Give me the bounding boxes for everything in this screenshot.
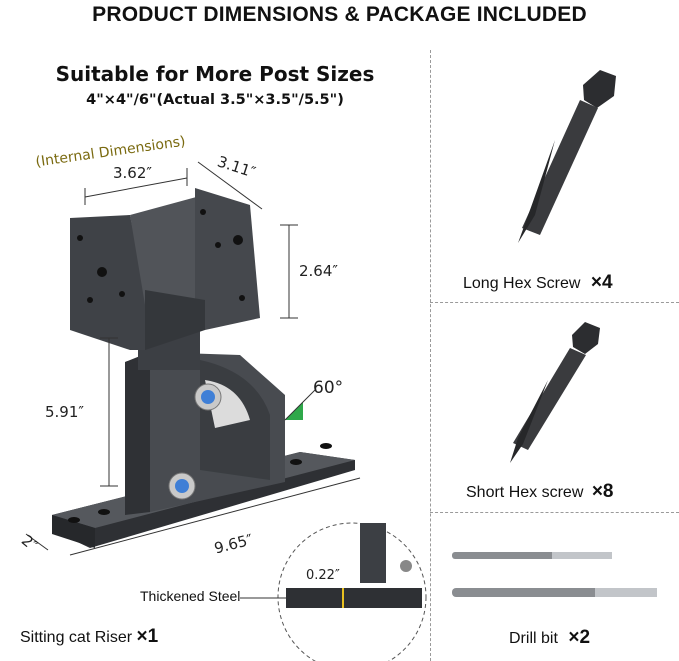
dimension-lines	[25, 161, 361, 556]
short-hex-screw-icon	[510, 322, 600, 463]
item-qty: ×8	[591, 481, 614, 502]
riser-caption: Sitting cat Riser ×1	[20, 626, 158, 648]
item-short-hex-screw: Short Hex screw ×8	[466, 481, 614, 503]
riser-name: Sitting cat Riser	[20, 629, 133, 646]
item-qty: ×4	[590, 272, 613, 293]
page-title: PRODUCT DIMENSIONS & PACKAGE INCLUDED	[92, 3, 587, 26]
vertical-divider	[430, 50, 431, 661]
long-hex-screw-icon	[518, 70, 616, 243]
dim-inner-width: 3.62″	[113, 164, 153, 182]
item-name: Short Hex screw	[466, 484, 584, 501]
item-name: Drill bit	[509, 630, 558, 647]
dim-riser-height: 5.91″	[45, 403, 85, 421]
thickened-steel-label: Thickened Steel	[140, 588, 241, 604]
divider-2	[430, 512, 679, 513]
item-qty: ×2	[568, 627, 591, 648]
thickness-inset	[240, 522, 427, 661]
divider-1	[430, 302, 679, 303]
item-name: Long Hex Screw	[463, 275, 581, 292]
dim-angle: 60°	[313, 378, 344, 398]
bolt-lower	[168, 472, 196, 500]
item-drill-bit: Drill bit ×2	[509, 627, 590, 649]
dim-cup-height: 2.64″	[299, 262, 339, 280]
riser-qty: ×1	[136, 626, 159, 647]
bolt-upper	[194, 383, 222, 411]
dim-thickness: 0.22″	[306, 568, 340, 583]
riser-body	[125, 352, 285, 515]
post-sizes-title: Suitable for More Post Sizes	[55, 62, 375, 86]
item-long-hex-screw: Long Hex Screw ×4	[463, 272, 613, 294]
post-sizes-subtitle: 4"×4"/6"(Actual 3.5"×3.5"/5.5")	[86, 92, 344, 108]
u-cup	[70, 188, 260, 350]
drill-bit-icon	[452, 552, 657, 597]
